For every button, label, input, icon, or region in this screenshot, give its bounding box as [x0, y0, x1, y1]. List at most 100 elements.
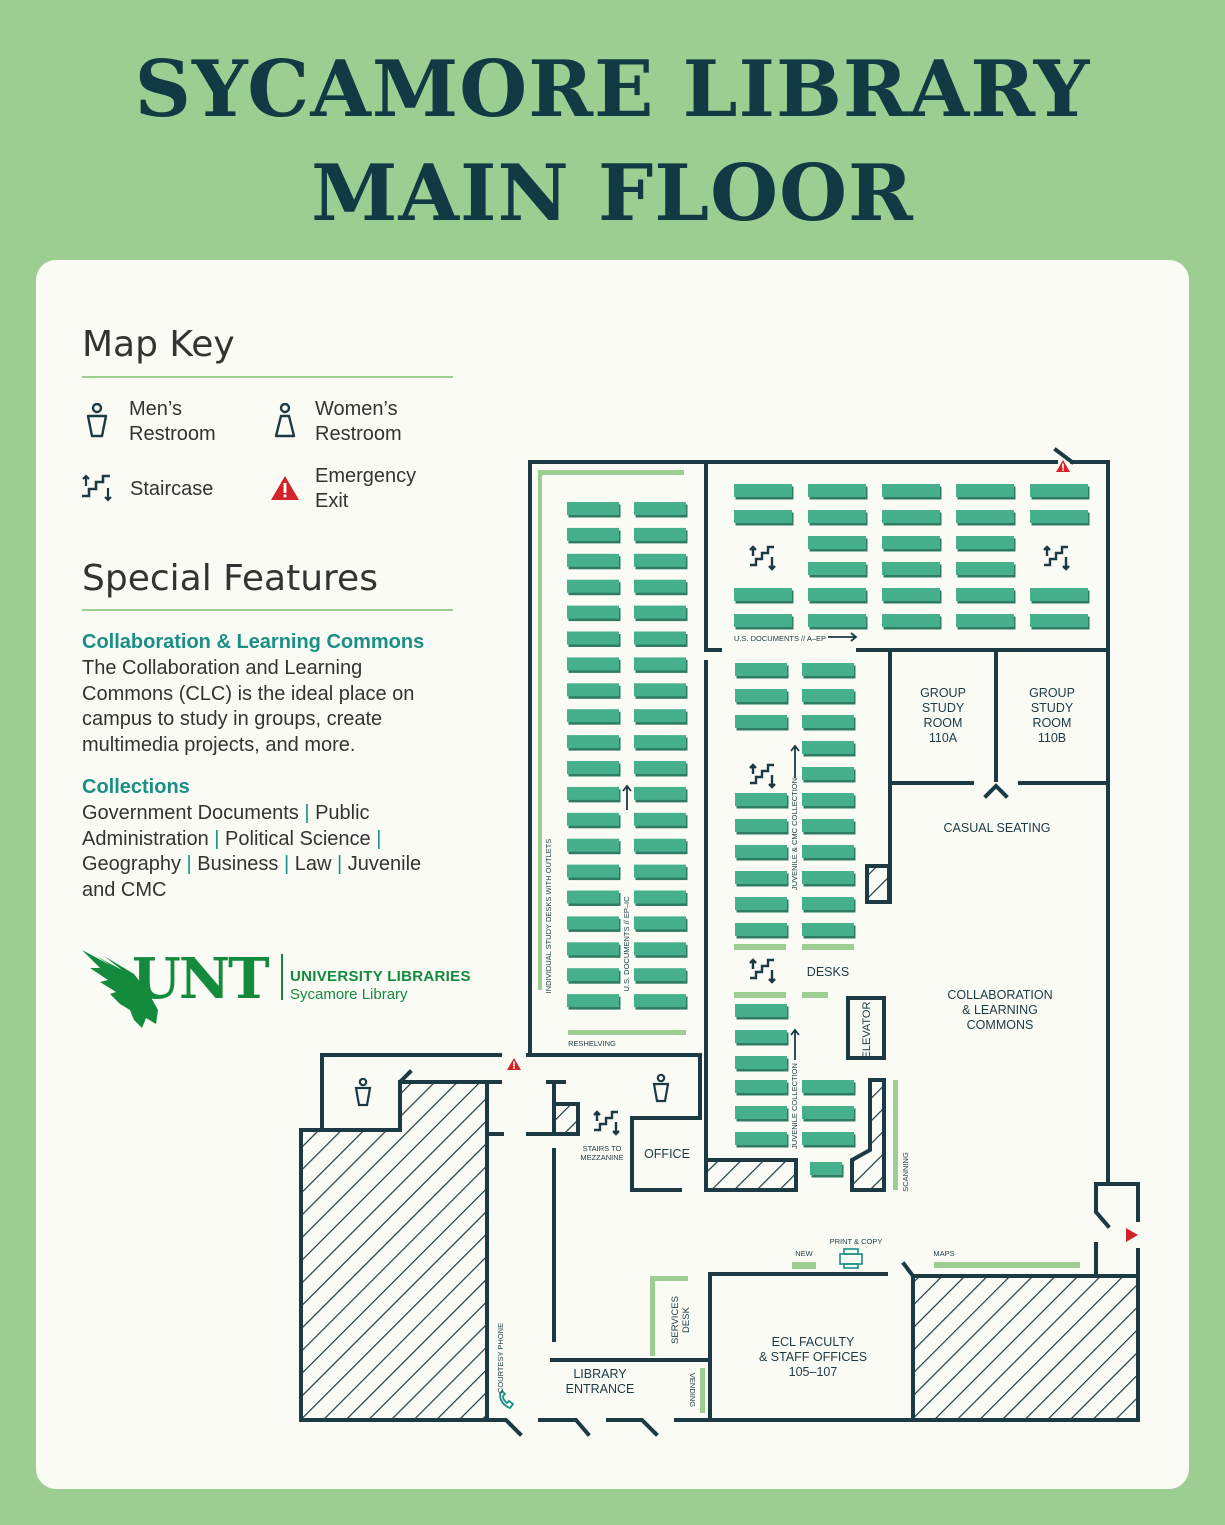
- juvenile-cmc-collection-label: JUVENILE & CMC COLLECTION: [790, 778, 799, 890]
- shelf: [634, 916, 686, 930]
- shelf: [802, 663, 854, 676]
- shelf: [634, 735, 686, 749]
- shelf: [634, 527, 686, 541]
- shelf: [634, 786, 686, 800]
- special-features-heading: Special Features: [82, 558, 378, 599]
- shelf: [634, 890, 686, 904]
- mens-restroom-icon: [652, 1073, 670, 1103]
- unt-wordmark: UNT: [132, 946, 270, 1012]
- shelf: [802, 793, 854, 806]
- shelf: [634, 605, 686, 619]
- shelf: [808, 536, 866, 549]
- arrow-right-icon: [828, 632, 858, 642]
- collection-separator: |: [298, 802, 316, 824]
- shelf: [634, 502, 686, 515]
- shelf: [956, 614, 1014, 627]
- staircase-icon: [749, 545, 776, 571]
- page-title: SYCAMORE LIBRARY MAIN FLOOR: [0, 38, 1225, 246]
- shelf: [735, 1106, 787, 1119]
- collections-list: Government Documents | Public Administra…: [82, 801, 422, 903]
- collection-item: Geography: [82, 853, 181, 875]
- shelf: [734, 510, 792, 523]
- shelf: [567, 527, 619, 541]
- collection-item: Public Administration: [82, 802, 370, 850]
- shelf: [567, 968, 619, 982]
- shelf: [734, 484, 792, 497]
- shelf: [735, 1030, 787, 1043]
- shelf: [735, 897, 787, 910]
- shelf: [567, 579, 619, 593]
- shelf: [808, 614, 866, 627]
- shelf: [567, 942, 619, 956]
- maps-label: MAPS: [933, 1249, 954, 1258]
- green-strips: [538, 470, 1080, 1413]
- shelf: [1030, 484, 1088, 497]
- shelf: [956, 562, 1014, 575]
- printer-icon: [839, 1248, 863, 1269]
- elevator-label: ELEVATOR: [861, 1002, 873, 1059]
- mens-restroom-icon: [86, 403, 108, 438]
- logo-divider: [281, 954, 283, 1000]
- staircase-icon: [749, 763, 776, 789]
- shelf: [634, 761, 686, 774]
- shelf: [735, 923, 787, 936]
- staircase-icon: [593, 1110, 620, 1136]
- services-desk-label: SERVICESDESK: [670, 1296, 692, 1344]
- collection-item: Government Documents: [82, 802, 299, 824]
- shelf: [882, 536, 940, 549]
- shelf: [808, 484, 866, 497]
- shelf: [634, 579, 686, 593]
- direction-arrows: [622, 632, 858, 1060]
- shelf: [734, 614, 792, 627]
- shelf: [802, 767, 854, 780]
- shelf: [802, 897, 854, 910]
- shelf: [735, 1080, 787, 1093]
- shelf: [634, 657, 686, 671]
- shelf: [882, 510, 940, 523]
- shelf: [634, 631, 686, 645]
- shelf: [634, 942, 686, 956]
- shelving-units: [567, 484, 1090, 1178]
- shelf: [634, 709, 686, 723]
- shelf: [634, 683, 686, 697]
- clc-feature-title: Collaboration & Learning Commons: [82, 631, 425, 653]
- shelf: [735, 1056, 787, 1069]
- shelf: [802, 689, 854, 702]
- shelf: [802, 871, 854, 884]
- shelf: [634, 838, 686, 852]
- shelf: [956, 536, 1014, 549]
- special-features-rule: [82, 609, 453, 611]
- shelf: [802, 741, 854, 754]
- shelf: [567, 683, 619, 697]
- shelf: [735, 845, 787, 858]
- office-label: OFFICE: [644, 1147, 690, 1161]
- us-documents-a-ep-label: U.S. DOCUMENTS // A–EP: [734, 634, 826, 643]
- staircase-icon: [82, 474, 112, 502]
- shelf: [735, 1004, 787, 1017]
- shelf: [634, 864, 686, 878]
- shelf: [567, 709, 619, 723]
- shelf: [1030, 614, 1088, 627]
- casual-seating-label: CASUAL SEATING: [944, 821, 1051, 835]
- staircase-icon: [1043, 545, 1070, 571]
- shelf: [882, 614, 940, 627]
- shelf: [735, 793, 787, 806]
- clc-feature-description: The Collaboration and Learning Commons (…: [82, 657, 415, 756]
- shelf: [956, 588, 1014, 601]
- walls: [320, 447, 1140, 1437]
- us-documents-ep-ic-label: U.S. DOCUMENTS // EP–IC: [622, 896, 631, 992]
- emergency-exit-icon: [271, 476, 299, 500]
- shelf: [882, 484, 940, 497]
- shelf: [956, 484, 1014, 497]
- collection-item: Law: [294, 853, 332, 875]
- shelf: [808, 562, 866, 575]
- shelf: [802, 715, 854, 728]
- title-line-1: SYCAMORE LIBRARY: [134, 44, 1091, 135]
